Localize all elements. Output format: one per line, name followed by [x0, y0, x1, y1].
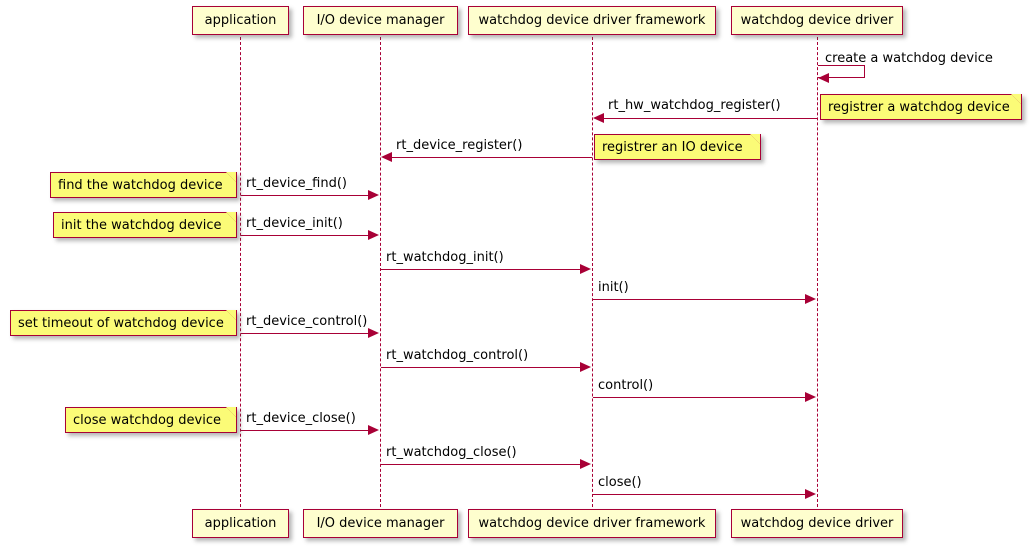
message-label-rt-device-find: rt_device_find()	[246, 176, 347, 191]
note-fold-inner-icon	[226, 212, 236, 222]
message-line-rt-device-close	[241, 430, 369, 431]
lifeline-watchdog-framework	[592, 37, 593, 507]
message-label-rt-device-register: rt_device_register()	[396, 138, 523, 153]
participant-label: watchdog device driver	[740, 13, 894, 28]
message-label-rt-hw-watchdog-register: rt_hw_watchdog_register()	[608, 98, 781, 113]
message-label-rt-device-close: rt_device_close()	[246, 411, 356, 426]
note-fold-inner-icon	[1011, 94, 1021, 104]
arrowhead-rt-device-control	[368, 328, 379, 338]
arrowhead-rt-device-close	[368, 425, 379, 435]
participant-watchdog-driver-top[interactable]: watchdog device driver	[731, 6, 903, 35]
participant-io-device-manager-top[interactable]: I/O device manager	[303, 6, 458, 35]
participant-label: I/O device manager	[316, 13, 445, 28]
participant-watchdog-framework-bottom[interactable]: watchdog device driver framework	[468, 509, 716, 538]
note-set-timeout-of-watchdog-device: set timeout of watchdog device	[10, 310, 237, 336]
note-fold-inner-icon	[226, 172, 236, 182]
message-label-rt-device-init: rt_device_init()	[246, 216, 343, 231]
participant-label: application	[204, 13, 277, 28]
message-line-rt-device-init	[241, 235, 369, 236]
note-label: set timeout of watchdog device	[18, 315, 224, 331]
note-fold-inner-icon	[750, 134, 760, 144]
note-label: find the watchdog device	[58, 177, 223, 193]
message-line-rt-watchdog-control	[381, 367, 581, 368]
participant-watchdog-driver-bottom[interactable]: watchdog device driver	[731, 509, 903, 538]
message-line-rt-device-control	[241, 333, 369, 334]
arrowhead-close	[805, 489, 816, 499]
participant-watchdog-framework-top[interactable]: watchdog device driver framework	[468, 6, 716, 35]
message-label-create-watchdog-device: create a watchdog device	[825, 51, 993, 66]
message-line-rt-device-find	[241, 195, 369, 196]
note-label: registrer a watchdog device	[828, 99, 1010, 115]
participant-label: watchdog device driver framework	[478, 516, 706, 531]
arrowhead-control	[805, 392, 816, 402]
participant-application-bottom[interactable]: application	[192, 509, 289, 538]
participant-io-device-manager-bottom[interactable]: I/O device manager	[303, 509, 458, 538]
participant-label: watchdog device driver	[740, 516, 894, 531]
message-self-create-watchdog-device	[818, 65, 865, 78]
note-fold-inner-icon	[226, 310, 236, 320]
participant-application-top[interactable]: application	[192, 6, 289, 35]
note-label: close watchdog device	[73, 412, 221, 428]
arrowhead-rt-watchdog-init	[580, 264, 591, 274]
lifeline-io-device-manager	[380, 37, 381, 507]
message-label-init: init()	[598, 280, 629, 295]
arrowhead-rt-watchdog-control	[580, 362, 591, 372]
participant-label: watchdog device driver framework	[478, 13, 706, 28]
message-label-rt-watchdog-control: rt_watchdog_control()	[386, 348, 529, 363]
arrowhead-rt-device-find	[368, 190, 379, 200]
message-label-rt-device-control: rt_device_control()	[246, 314, 368, 329]
message-line-close	[593, 494, 806, 495]
lifeline-application	[240, 37, 241, 507]
message-line-rt-device-register	[385, 157, 592, 158]
arrowhead-init	[805, 294, 816, 304]
message-line-rt-hw-watchdog-register	[597, 118, 817, 119]
lifeline-watchdog-driver	[817, 37, 818, 507]
note-find-the-watchdog-device: find the watchdog device	[50, 172, 237, 198]
message-line-rt-watchdog-init	[381, 269, 581, 270]
participant-label: I/O device manager	[316, 516, 445, 531]
message-label-control: control()	[598, 378, 654, 393]
message-label-rt-watchdog-init: rt_watchdog_init()	[386, 250, 504, 265]
note-fold-inner-icon	[226, 407, 236, 417]
arrowhead-rt-hw-watchdog-register	[593, 113, 604, 123]
message-label-close: close()	[598, 475, 642, 490]
message-line-rt-watchdog-close	[381, 464, 581, 465]
note-init-the-watchdog-device: init the watchdog device	[53, 212, 237, 238]
arrowhead-rt-device-init	[368, 230, 379, 240]
note-label: init the watchdog device	[61, 217, 222, 233]
note-close-watchdog-device: close watchdog device	[65, 407, 237, 433]
arrowhead-create-watchdog-device	[818, 73, 829, 83]
note-registrer-a-watchdog-device: registrer a watchdog device	[820, 94, 1022, 120]
note-registrer-an-io-device: registrer an IO device	[594, 134, 761, 160]
participant-label: application	[204, 516, 277, 531]
note-label: registrer an IO device	[602, 139, 743, 155]
arrowhead-rt-watchdog-close	[580, 459, 591, 469]
arrowhead-rt-device-register	[381, 152, 392, 162]
message-line-init	[593, 299, 806, 300]
message-line-control	[593, 397, 806, 398]
message-label-rt-watchdog-close: rt_watchdog_close()	[386, 445, 517, 460]
